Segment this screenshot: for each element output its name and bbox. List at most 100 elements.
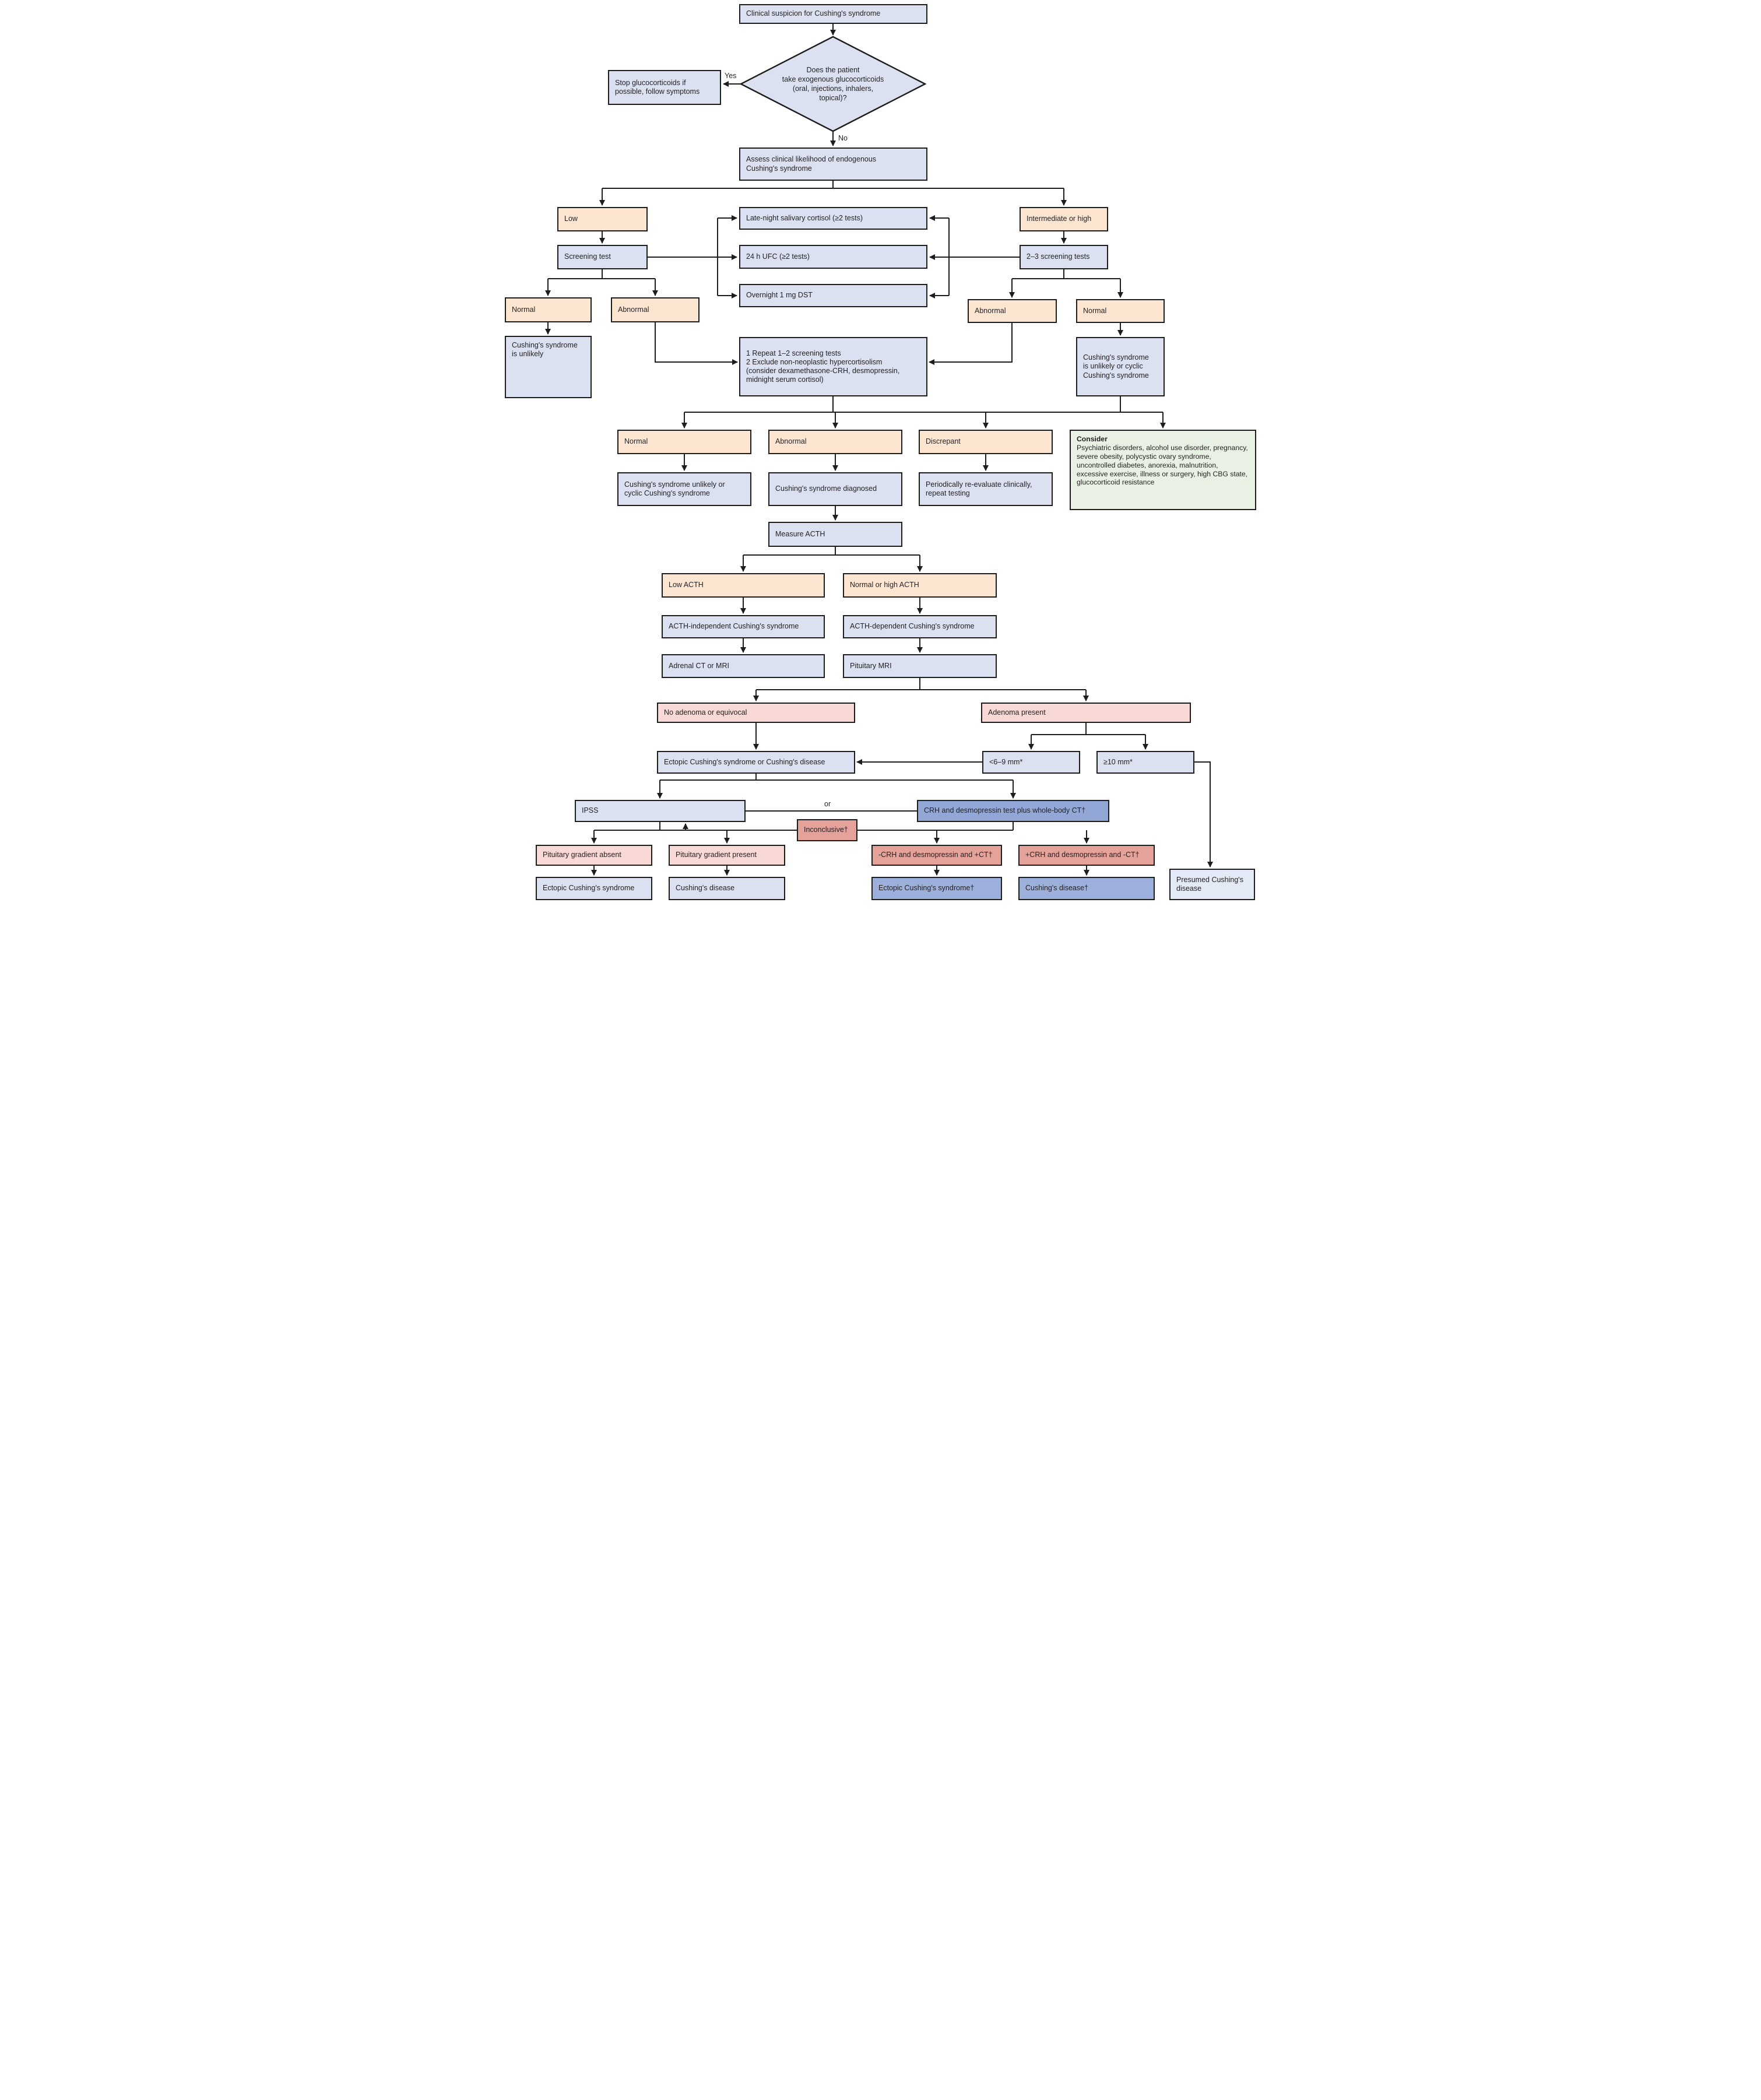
no-label: No bbox=[838, 134, 848, 142]
late-night-salivary-cortisol: Late-night salivary cortisol (≥2 tests) bbox=[739, 207, 927, 230]
ectopic-cushings-syndrome: Ectopic Cushing's syndrome bbox=[536, 877, 652, 900]
screening-test-label: Screening test bbox=[564, 252, 611, 261]
screen-normal-left-label: Normal bbox=[512, 305, 536, 314]
pituitary-gradient-present: Pituitary gradient present bbox=[669, 845, 785, 866]
screen-abnormal-left-label: Abnormal bbox=[618, 305, 649, 314]
screening-test: Screening test bbox=[557, 245, 648, 269]
cushings-disease-dagger-label: Cushing's disease† bbox=[1025, 884, 1089, 893]
cushings-disease: Cushing's disease bbox=[669, 877, 785, 900]
acth-independent: ACTH-independent Cushing's syndrome bbox=[662, 615, 825, 638]
measure-acth: Measure ACTH bbox=[768, 522, 902, 547]
crh-desmopressin-wholebody-ct: CRH and desmopressin test plus whole-bod… bbox=[917, 800, 1109, 822]
neg-crh-desmopressin-pos-ct: -CRH and desmopressin and +CT† bbox=[871, 845, 1002, 866]
adenoma-present: Adenoma present bbox=[981, 703, 1191, 723]
likelihood-low: Low bbox=[557, 207, 648, 231]
late-night-salivary-cortisol-label: Late-night salivary cortisol (≥2 tests) bbox=[746, 213, 863, 222]
clinical-suspicion-label: Clinical suspicion for Cushing's syndrom… bbox=[746, 9, 881, 18]
screen-abnormal-left: Abnormal bbox=[611, 297, 700, 322]
acth-independent-label: ACTH-independent Cushing's syndrome bbox=[669, 622, 799, 631]
flowchart-connectors bbox=[545, 24, 1213, 876]
periodic-re-evaluate: Periodically re-evaluate clinically, rep… bbox=[919, 472, 1053, 506]
exogenous-glucocorticoids-question: Does the patient take exogenous glucocor… bbox=[741, 37, 925, 131]
pituitary-mri: Pituitary MRI bbox=[843, 654, 997, 678]
ectopic-cushings-syndrome-dagger-label: Ectopic Cushing's syndrome† bbox=[878, 884, 975, 893]
repeat-and-exclude: 1 Repeat 1–2 screening tests 2 Exclude n… bbox=[739, 337, 927, 396]
cs-diagnosed: Cushing's syndrome diagnosed bbox=[768, 472, 902, 506]
inconclusive-label: Inconclusive† bbox=[804, 826, 848, 834]
screening-tests-2-3: 2–3 screening tests bbox=[1020, 245, 1108, 269]
ipss-label: IPSS bbox=[582, 806, 599, 815]
likelihood-intermediate-high: Intermediate or high bbox=[1020, 207, 1108, 231]
overnight-dst: Overnight 1 mg DST bbox=[739, 284, 927, 307]
exogenous-glucocorticoids-question-label: Does the patient take exogenous glucocor… bbox=[782, 65, 884, 103]
adrenal-ct-or-mri-label: Adrenal CT or MRI bbox=[669, 661, 729, 670]
no-adenoma-or-equivocal: No adenoma or equivocal bbox=[657, 703, 855, 723]
assess-likelihood: Assess clinical likelihood of endogenous… bbox=[739, 148, 927, 181]
confirm-abnormal-label: Abnormal bbox=[775, 437, 807, 446]
ufc-24h: 24 h UFC (≥2 tests) bbox=[739, 245, 927, 269]
cushings-disease-dagger: Cushing's disease† bbox=[1018, 877, 1155, 900]
cushings-disease-label: Cushing's disease bbox=[676, 884, 735, 893]
normal-or-high-acth: Normal or high ACTH bbox=[843, 573, 997, 598]
pos-crh-desmopressin-neg-ct: +CRH and desmopressin and -CT† bbox=[1018, 845, 1155, 866]
cs-unlikely: Cushing's syndrome is unlikely bbox=[505, 336, 592, 398]
pituitary-gradient-absent: Pituitary gradient absent bbox=[536, 845, 652, 866]
crh-desmopressin-wholebody-ct-label: CRH and desmopressin test plus whole-bod… bbox=[924, 806, 1086, 815]
cs-unlikely-or-cyclic-label: Cushing's syndrome is unlikely or cyclic… bbox=[1083, 353, 1149, 380]
stop-glucocorticoids-label: Stop glucocorticoids if possible, follow… bbox=[615, 78, 700, 96]
screen-abnormal-right: Abnormal bbox=[968, 299, 1057, 323]
ectopic-cushings-syndrome-label: Ectopic Cushing's syndrome bbox=[543, 884, 635, 893]
repeat-and-exclude-label: 1 Repeat 1–2 screening tests 2 Exclude n… bbox=[746, 349, 900, 384]
connector bbox=[655, 322, 738, 365]
assess-likelihood-label: Assess clinical likelihood of endogenous… bbox=[746, 155, 877, 173]
inconclusive: Inconclusive† bbox=[797, 819, 857, 841]
adenoma-10mm-label: ≥10 mm* bbox=[1103, 757, 1133, 766]
cs-unlikely-label: Cushing's syndrome is unlikely bbox=[512, 341, 578, 359]
screening-tests-2-3-label: 2–3 screening tests bbox=[1027, 252, 1090, 261]
cs-diagnosed-label: Cushing's syndrome diagnosed bbox=[775, 484, 877, 493]
low-acth-label: Low ACTH bbox=[669, 581, 704, 589]
adenoma-6-9mm-label: <6–9 mm* bbox=[989, 757, 1023, 766]
cushings-syndrome-flowchart: Clinical suspicion for Cushing's syndrom… bbox=[503, 0, 1258, 901]
acth-dependent-label: ACTH-dependent Cushing's syndrome bbox=[850, 622, 975, 631]
screen-normal-right-label: Normal bbox=[1083, 306, 1107, 315]
confirm-normal: Normal bbox=[617, 430, 751, 454]
ectopic-cs-or-cushings-disease-label: Ectopic Cushing's syndrome or Cushing's … bbox=[664, 757, 825, 766]
cs-unlikely-or-cyclic-2: Cushing's syndrome unlikely or cyclic Cu… bbox=[617, 472, 751, 506]
pituitary-gradient-absent-label: Pituitary gradient absent bbox=[543, 851, 621, 859]
clinical-suspicion: Clinical suspicion for Cushing's syndrom… bbox=[739, 4, 927, 24]
stop-glucocorticoids: Stop glucocorticoids if possible, follow… bbox=[608, 70, 721, 105]
adenoma-present-label: Adenoma present bbox=[988, 708, 1046, 717]
confirm-discrepant: Discrepant bbox=[919, 430, 1053, 454]
consider-box-title: Consider bbox=[1077, 435, 1108, 443]
or-label: or bbox=[824, 800, 831, 808]
consider-box-body: Psychiatric disorders, alcohol use disor… bbox=[1077, 443, 1248, 487]
confirm-abnormal: Abnormal bbox=[768, 430, 902, 454]
adenoma-10mm: ≥10 mm* bbox=[1096, 751, 1194, 774]
presumed-cushings-disease: Presumed Cushing's disease bbox=[1169, 869, 1255, 900]
ufc-24h-label: 24 h UFC (≥2 tests) bbox=[746, 252, 810, 261]
connector bbox=[929, 323, 1013, 365]
cs-unlikely-or-cyclic-2-label: Cushing's syndrome unlikely or cyclic Cu… bbox=[624, 480, 725, 497]
yes-label: Yes bbox=[725, 72, 737, 80]
likelihood-low-label: Low bbox=[564, 215, 578, 223]
neg-crh-desmopressin-pos-ct-label: -CRH and desmopressin and +CT† bbox=[878, 851, 993, 859]
screen-abnormal-right-label: Abnormal bbox=[975, 306, 1006, 315]
screen-normal-right: Normal bbox=[1076, 299, 1165, 323]
pituitary-mri-label: Pituitary MRI bbox=[850, 661, 892, 670]
adrenal-ct-or-mri: Adrenal CT or MRI bbox=[662, 654, 825, 678]
measure-acth-label: Measure ACTH bbox=[775, 529, 825, 538]
adenoma-6-9mm: <6–9 mm* bbox=[982, 751, 1080, 774]
confirm-normal-label: Normal bbox=[624, 437, 648, 446]
normal-or-high-acth-label: Normal or high ACTH bbox=[850, 581, 919, 589]
no-adenoma-or-equivocal-label: No adenoma or equivocal bbox=[664, 708, 747, 717]
ectopic-cushings-syndrome-dagger: Ectopic Cushing's syndrome† bbox=[871, 877, 1002, 900]
ipss: IPSS bbox=[575, 800, 746, 822]
connector bbox=[1194, 761, 1213, 868]
cs-unlikely-or-cyclic: Cushing's syndrome is unlikely or cyclic… bbox=[1076, 337, 1165, 396]
pituitary-gradient-present-label: Pituitary gradient present bbox=[676, 851, 757, 859]
low-acth: Low ACTH bbox=[662, 573, 825, 598]
confirm-discrepant-label: Discrepant bbox=[926, 437, 961, 446]
presumed-cushings-disease-label: Presumed Cushing's disease bbox=[1176, 875, 1243, 893]
